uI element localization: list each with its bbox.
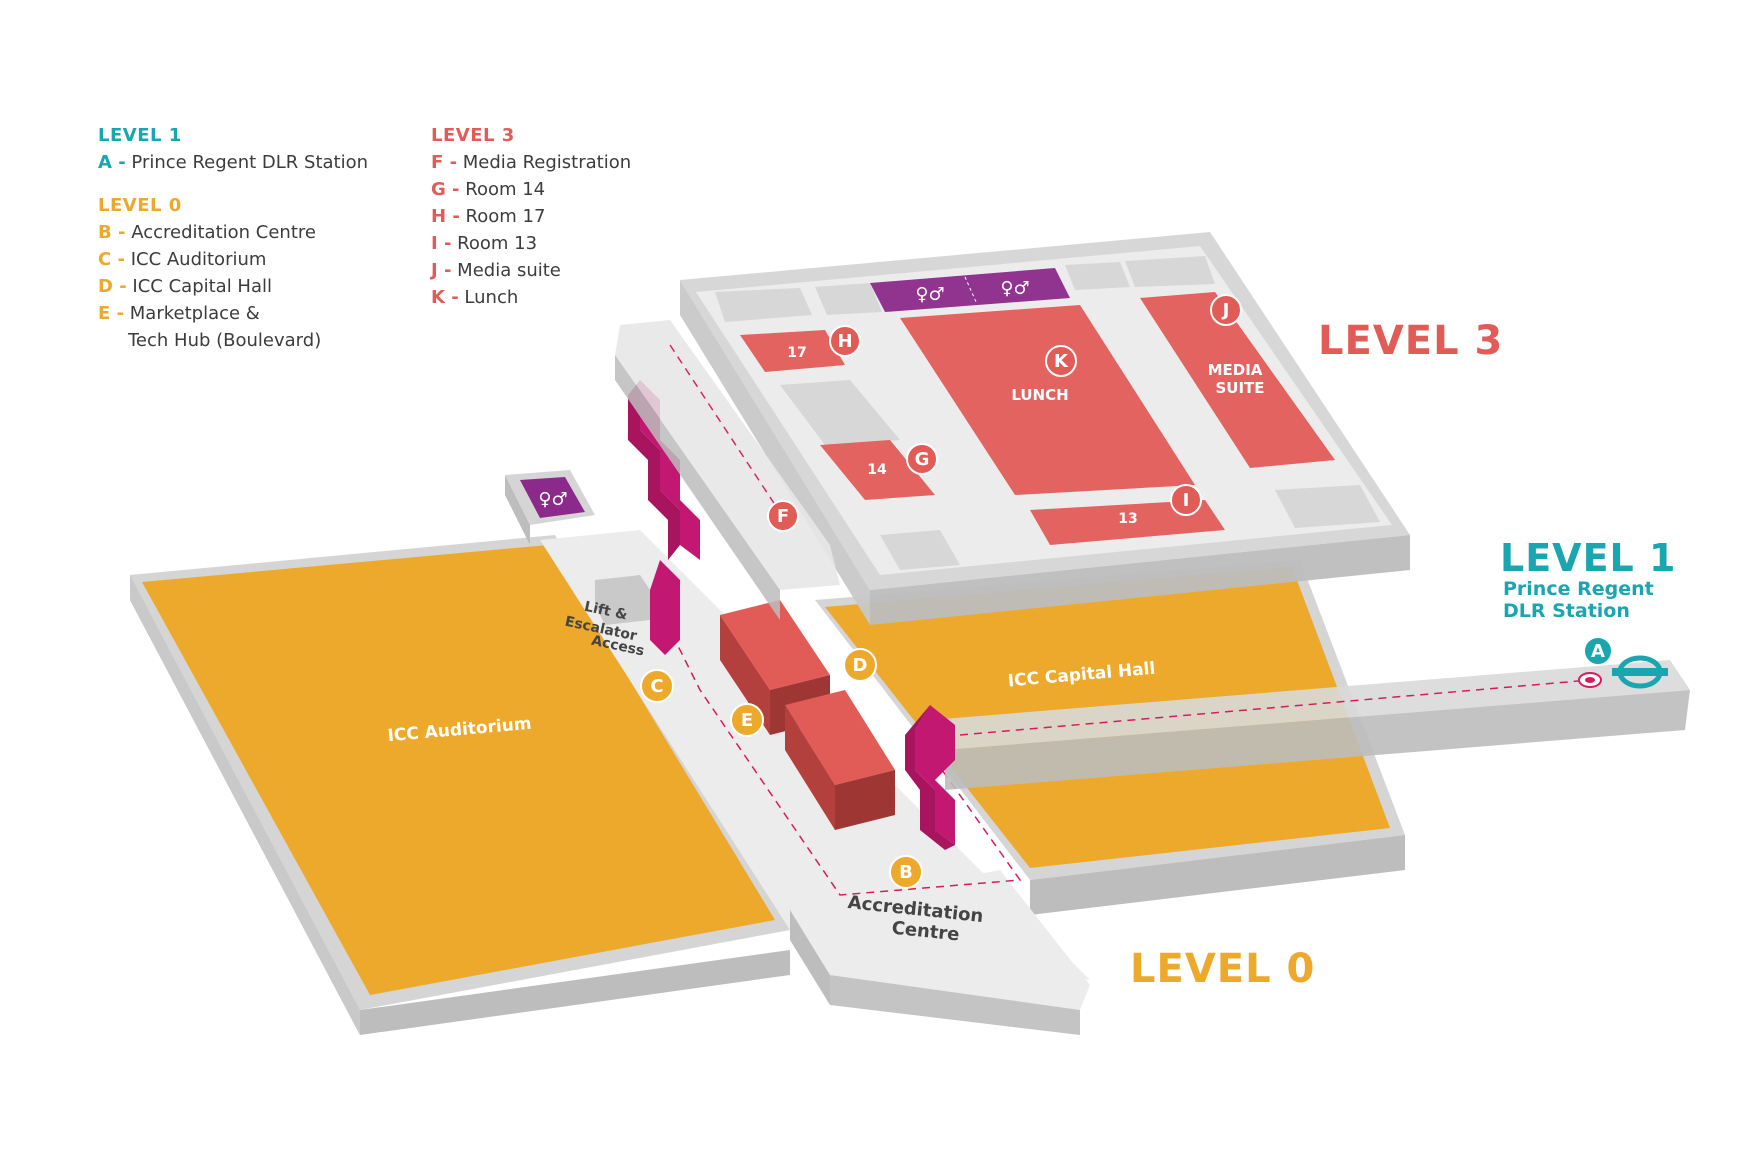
svg-text:I: I: [1183, 490, 1190, 511]
legend-heading-level0: LEVEL 0: [98, 195, 182, 216]
media-suite: [1140, 292, 1335, 468]
legend-item-g: G - Room 14: [431, 176, 631, 203]
room-14: [820, 440, 935, 500]
marker-c[interactable]: C: [640, 669, 674, 703]
lunch-label: LUNCH: [1011, 386, 1068, 404]
auditorium-area: [142, 545, 775, 995]
legend-key: C -: [98, 249, 125, 270]
legend-label: ICC Auditorium: [130, 249, 267, 270]
legend-item-i: I - Room 13: [431, 230, 631, 257]
level3-floor: ♀♂ ♀♂: [615, 232, 1410, 625]
marketplace-blocks: [720, 600, 895, 830]
legend-label: Accreditation Centre: [131, 222, 316, 243]
svg-text:F: F: [777, 506, 789, 527]
dlr-roundel-icon: [1612, 655, 1668, 689]
legend-label: Lunch: [464, 287, 519, 308]
legend-label: Room 13: [457, 233, 538, 254]
legend-key: F -: [431, 152, 458, 173]
marker-e[interactable]: E: [730, 703, 764, 737]
legend-label: Room 17: [465, 206, 546, 227]
svg-text:D: D: [853, 655, 868, 676]
svg-text:K: K: [1054, 351, 1069, 372]
marker-b[interactable]: B: [889, 855, 923, 889]
marker-i[interactable]: I: [1170, 484, 1202, 516]
level1-subtitle-1: Prince Regent: [1503, 578, 1654, 600]
legend-key: K -: [431, 287, 459, 308]
legend-label: Prince Regent DLR Station: [131, 152, 369, 173]
legend-key: I -: [431, 233, 452, 254]
legend-item-j: J - Media suite: [431, 257, 631, 284]
toilet-icon: ♀♂: [1000, 278, 1029, 299]
legend-label: Media Registration: [462, 152, 632, 173]
legend-item-h: H - Room 17: [431, 203, 631, 230]
lunch-area: [900, 305, 1195, 495]
svg-text:B: B: [899, 862, 913, 883]
accreditation-area: [790, 870, 1090, 1010]
svg-text:G: G: [915, 449, 930, 470]
legend-heading-level3: LEVEL 3: [431, 125, 515, 146]
legend-right: LEVEL 3 F - Media Registration G - Room …: [431, 122, 631, 311]
marker-a[interactable]: A: [1583, 636, 1613, 666]
legend-label: ICC Capital Hall: [132, 276, 272, 297]
legend-item-b: B - Accreditation Centre: [98, 219, 368, 246]
legend-item-e: E - Marketplace &: [98, 300, 368, 327]
toilet-icon: ♀♂: [538, 489, 567, 510]
legend-key: D -: [98, 276, 127, 297]
level3-title: LEVEL 3: [1318, 318, 1504, 364]
svg-text:E: E: [741, 710, 753, 731]
legend-item-e-cont: Tech Hub (Boulevard): [128, 330, 322, 351]
level1-corridor: [930, 655, 1690, 790]
media-suite-label-2: SUITE: [1215, 379, 1264, 397]
marker-f[interactable]: F: [767, 500, 799, 532]
marker-d[interactable]: D: [843, 648, 877, 682]
legend-key: H -: [431, 206, 460, 227]
svg-text:J: J: [1221, 300, 1230, 321]
svg-text:H: H: [837, 331, 852, 352]
legend-item-a: A - Prince Regent DLR Station: [98, 149, 368, 176]
legend-label: Media suite: [457, 260, 561, 281]
media-suite-label-1: MEDIA: [1208, 361, 1263, 379]
legend-item-k: K - Lunch: [431, 284, 631, 311]
legend-key: G -: [431, 179, 460, 200]
legend-key: A -: [98, 152, 126, 173]
legend-key: J -: [431, 260, 452, 281]
svg-text:C: C: [650, 676, 663, 697]
toilet-icon: ♀♂: [915, 284, 944, 305]
toilet-block-level3: [870, 268, 1070, 312]
marker-h[interactable]: H: [829, 325, 861, 357]
legend-label: Room 14: [465, 179, 546, 200]
legend-heading-level1: LEVEL 1: [98, 125, 182, 146]
legend-label: Marketplace &: [129, 303, 260, 324]
legend-key: B -: [98, 222, 126, 243]
toilet-block-level0: ♀♂: [505, 470, 650, 625]
legend-key: E -: [98, 303, 125, 324]
marker-k[interactable]: K: [1045, 345, 1077, 377]
room-14-label: 14: [867, 462, 887, 478]
room-17: [740, 330, 845, 372]
marker-g[interactable]: G: [906, 443, 938, 475]
level1-subtitle-2: DLR Station: [1503, 600, 1630, 622]
level0-title: LEVEL 0: [1130, 946, 1316, 992]
room-17-label: 17: [787, 345, 806, 361]
svg-text:A: A: [1591, 641, 1605, 662]
level1-title: LEVEL 1: [1500, 536, 1677, 580]
legend-left: LEVEL 1 A - Prince Regent DLR Station LE…: [98, 122, 368, 354]
legend-item-c: C - ICC Auditorium: [98, 246, 368, 273]
room-13-label: 13: [1118, 511, 1137, 527]
marker-j[interactable]: J: [1210, 294, 1242, 326]
legend-item-d: D - ICC Capital Hall: [98, 273, 368, 300]
legend-item-f: F - Media Registration: [431, 149, 631, 176]
